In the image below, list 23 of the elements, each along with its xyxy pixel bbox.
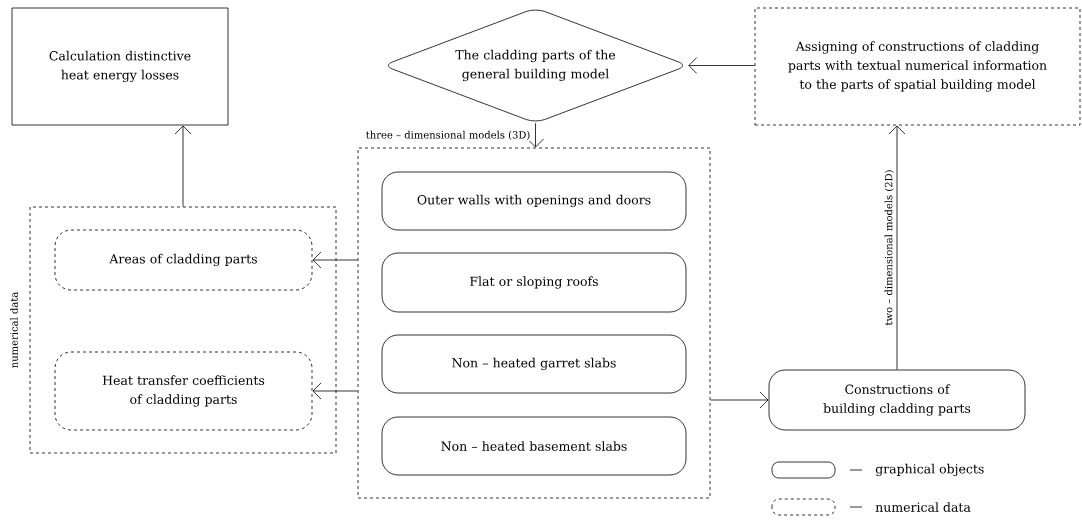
dashed-rounded-box: Heat transfer coefficients of cladding parts [54, 351, 313, 431]
arrow [312, 251, 358, 269]
edge-label: three – dimensional models (3D) [364, 129, 532, 141]
rounded-box: Non – heated garret slabs [381, 334, 687, 394]
arrow [710, 391, 769, 409]
arrow [174, 125, 192, 207]
side-label: numerical data [10, 292, 18, 368]
arrow [527, 122, 544, 148]
rounded-box: Constructions of building cladding parts [768, 369, 1026, 431]
arrow [688, 57, 755, 74]
group-frame [357, 147, 711, 499]
rounded-box: Flat or sloping roofs [381, 252, 687, 313]
process-box: Calculation distinctive heat energy losses [11, 7, 229, 126]
rounded-box: Non – heated basement slabs [381, 416, 687, 476]
legend-text: graphical objects [875, 463, 984, 477]
dashed-rounded-box: Areas of cladding parts [54, 229, 313, 291]
dashed-box: Assigning of constructions of cladding parts with textual numerical information to the parts of spatial building model [754, 7, 1081, 126]
rounded-box: Outer walls with openings and doors [381, 171, 687, 231]
group-frame [29, 206, 337, 454]
arrow [312, 382, 358, 400]
legend-text: numerical data [875, 502, 971, 512]
arrow [888, 125, 906, 370]
edge-label: two – dimensional models (2D) [883, 168, 895, 327]
